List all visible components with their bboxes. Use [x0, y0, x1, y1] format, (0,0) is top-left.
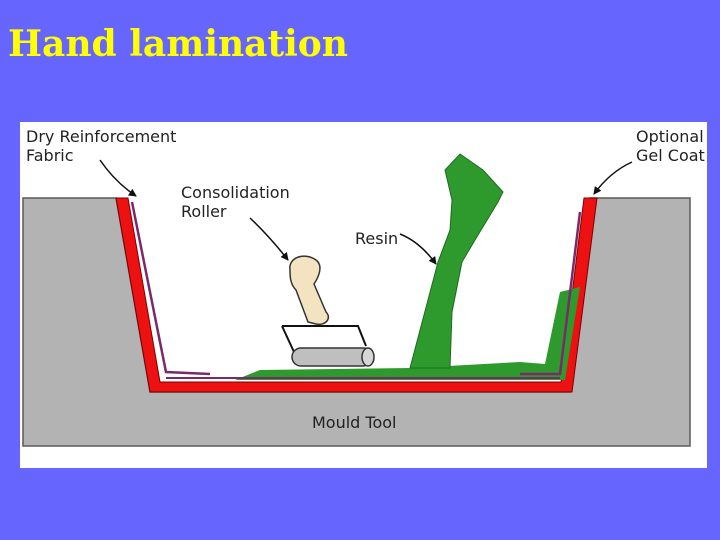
label-mould-tool: Mould Tool	[312, 413, 397, 432]
roller-frame	[282, 325, 367, 347]
resin-container	[409, 153, 504, 369]
dry-fabric-arrow	[99, 159, 137, 197]
resin-arrow	[399, 233, 437, 265]
roller-frame-left	[281, 325, 295, 353]
dry-fabric-layer	[130, 201, 211, 376]
hand-lamination-diagram: Dry Reinforcement Fabric Consolidation R…	[20, 122, 707, 468]
resin-layer	[235, 287, 580, 380]
label-dry-reinforcement-fabric: Dry Reinforcement Fabric	[26, 127, 182, 165]
dry-fabric-layer-right	[520, 211, 582, 376]
gel-coat-layer	[115, 197, 598, 393]
label-resin: Resin	[355, 229, 398, 248]
roller-arrow	[249, 217, 289, 261]
roller-handle	[289, 255, 330, 326]
roller-cylinder	[291, 347, 373, 367]
slide-title: Hand lamination	[8, 23, 348, 65]
label-consolidation-roller: Consolidation Roller	[181, 183, 295, 221]
label-optional-gel-coat: Optional Gel Coat	[636, 127, 707, 165]
roller-end-cap	[361, 347, 375, 367]
gel-coat-arrow	[593, 161, 633, 195]
